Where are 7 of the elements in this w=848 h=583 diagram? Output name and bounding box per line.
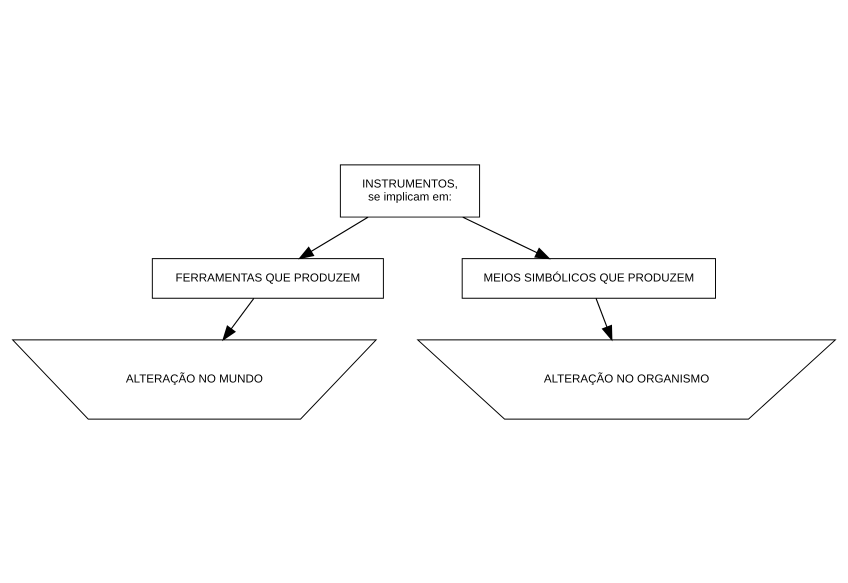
arrow	[298, 216, 368, 259]
arrow	[222, 298, 254, 341]
node-box: INSTRUMENTOS, se implicam em:	[340, 164, 480, 218]
arrow	[596, 298, 612, 341]
node-box: FERRAMENTAS QUE PRODUZEM	[152, 258, 384, 298]
arrow	[462, 216, 551, 259]
node-box: MEIOS SIMBÓLICOS QUE PRODUZEM	[462, 258, 716, 298]
